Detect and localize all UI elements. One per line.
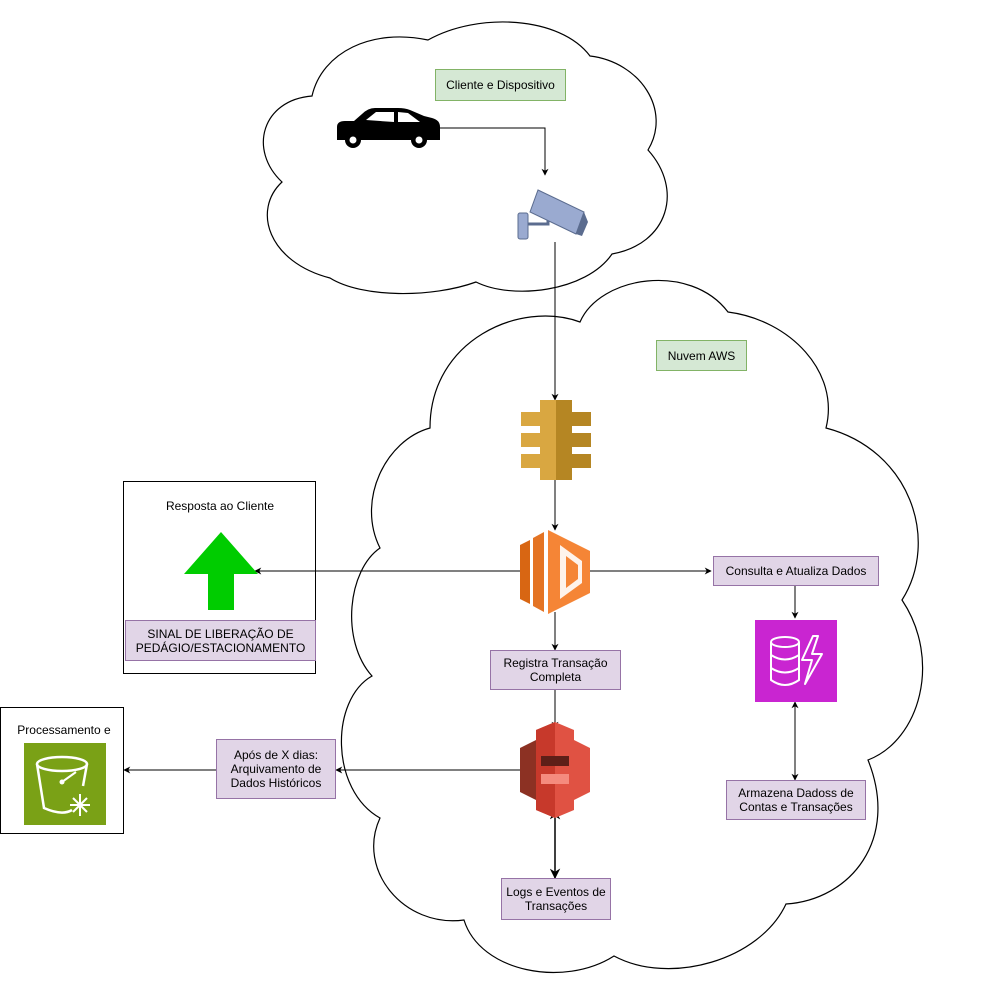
release-signal-label: SINAL DE LIBERAÇÃO DE PEDÁGIO/ESTACIONAM…: [125, 620, 316, 661]
car-icon: [337, 108, 440, 148]
processing-title: Processamento e: [17, 723, 111, 737]
client-device-label: Cliente e Dispositivo: [435, 69, 566, 101]
client-response-frame: [123, 481, 316, 674]
security-camera-icon: [517, 189, 588, 240]
glacier-bucket-icon: [24, 743, 106, 825]
store-accounts-label: Armazena Dadoss de Contas e Transações: [726, 780, 866, 820]
client-response-title: Resposta ao Cliente: [165, 499, 275, 513]
green-up-arrow-icon: [184, 532, 258, 610]
api-gateway-icon: [521, 400, 591, 480]
processing-frame: [0, 707, 124, 834]
dynamodb-icon: [755, 620, 837, 702]
logs-events-label: Logs e Eventos de Transações: [501, 878, 611, 920]
client-cloud: [262, 21, 668, 295]
query-update-label: Consulta e Atualiza Dados: [713, 556, 879, 586]
register-transaction-label: Registra Transação Completa: [490, 650, 621, 690]
s3-icon: [520, 722, 590, 818]
lambda-icon: [520, 530, 590, 614]
aws-cloud-label: Nuvem AWS: [656, 340, 747, 371]
car-to-camera-connector: [436, 127, 549, 176]
archive-label: Após de X dias: Arquivamento de Dados Hi…: [216, 739, 336, 799]
